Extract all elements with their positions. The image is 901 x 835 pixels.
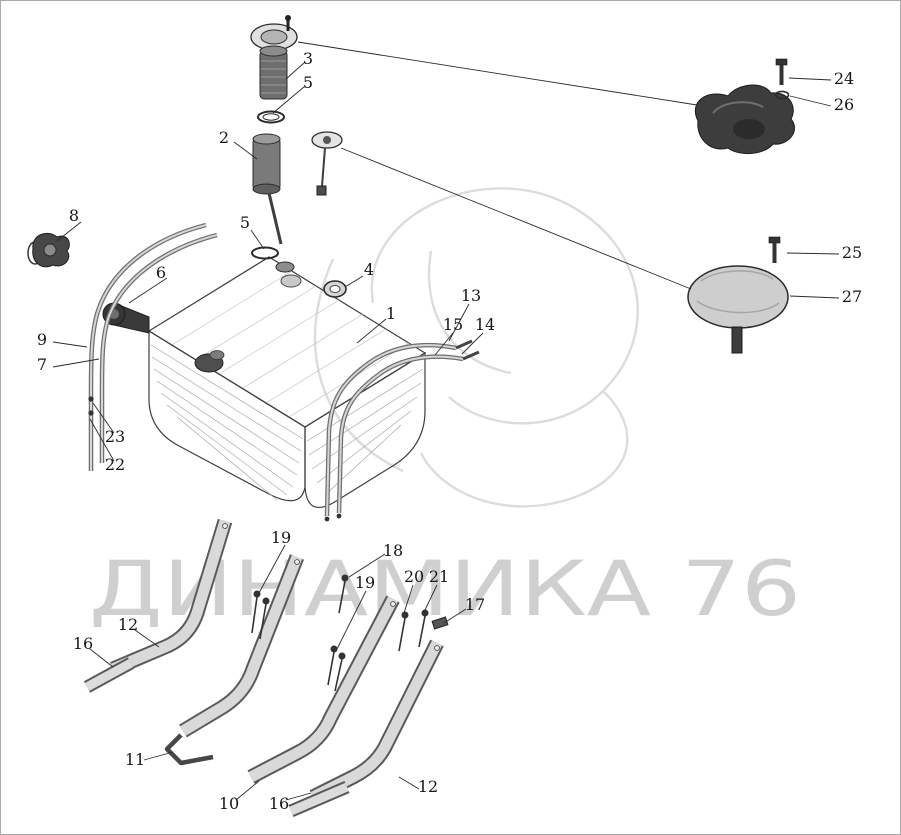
tank-top-hatch <box>171 270 410 418</box>
bolt-24 <box>775 58 788 85</box>
callout-12b: 12 <box>418 777 438 796</box>
callout-20: 20 <box>404 567 424 586</box>
callout-7: 7 <box>37 355 47 374</box>
cover-disc <box>687 236 789 354</box>
bolt-18 <box>338 574 349 614</box>
clamp-part <box>27 233 70 268</box>
callout-8: 8 <box>69 206 79 225</box>
fuel-sender-unit <box>694 58 796 154</box>
callout-19a: 19 <box>271 528 291 547</box>
tank-front-face <box>148 329 306 502</box>
bolt-19a <box>251 590 270 640</box>
callout-13: 13 <box>461 286 481 305</box>
callout-17: 17 <box>465 595 485 614</box>
fuel-tank <box>102 256 427 508</box>
bolt-20 <box>398 611 409 652</box>
callout-15: 15 <box>443 315 463 334</box>
tank-right-face <box>304 351 426 508</box>
callout-23: 23 <box>105 427 125 446</box>
seal-ring-lower <box>251 246 295 273</box>
callout-labels: 3 5 2 24 26 8 5 6 4 25 27 1 13 15 14 9 7… <box>37 49 862 813</box>
callout-9: 9 <box>37 330 47 349</box>
strap-hook <box>164 733 214 766</box>
logo-swirl-watermark <box>313 187 639 508</box>
callout-22: 22 <box>105 455 125 474</box>
callout-12a: 12 <box>118 615 138 634</box>
callout-5: 5 <box>303 73 313 92</box>
callout-5b: 5 <box>240 213 250 232</box>
callout-25: 25 <box>842 243 862 262</box>
fuel-lines-right <box>324 339 480 522</box>
mounting-straps <box>83 518 444 817</box>
callout-16a: 16 <box>73 634 93 653</box>
callout-1: 1 <box>386 304 396 323</box>
callout-2: 2 <box>219 128 229 147</box>
washer-26 <box>774 90 790 100</box>
callout-6: 6 <box>156 263 166 282</box>
filler-neck <box>252 133 283 245</box>
seal-ring-upper <box>257 110 285 124</box>
callout-4: 4 <box>364 260 374 279</box>
filler-tube <box>259 45 288 100</box>
callout-10: 10 <box>219 794 239 813</box>
breather-assembly <box>311 131 343 196</box>
callout-16b: 16 <box>269 794 289 813</box>
fuel-lines-left <box>88 222 218 471</box>
bolt-25 <box>768 236 781 263</box>
callout-3: 3 <box>303 49 313 68</box>
tank-front-hatch <box>150 344 304 501</box>
callout-19b: 19 <box>355 573 375 592</box>
strap-bolts <box>251 574 449 692</box>
callout-18: 18 <box>383 541 403 560</box>
filler-neck-assembly <box>250 15 347 298</box>
filler-cap <box>250 15 298 51</box>
leader-lines <box>52 41 840 801</box>
callout-21: 21 <box>429 567 449 586</box>
tank-filler-opening <box>280 274 302 288</box>
callout-27: 27 <box>842 287 862 306</box>
callout-11: 11 <box>125 750 145 769</box>
callout-14: 14 <box>475 315 495 334</box>
tank-sender-opening-rim <box>209 350 225 360</box>
grommet-ring <box>323 280 347 298</box>
callout-24: 24 <box>834 69 854 88</box>
callout-26: 26 <box>834 95 854 114</box>
